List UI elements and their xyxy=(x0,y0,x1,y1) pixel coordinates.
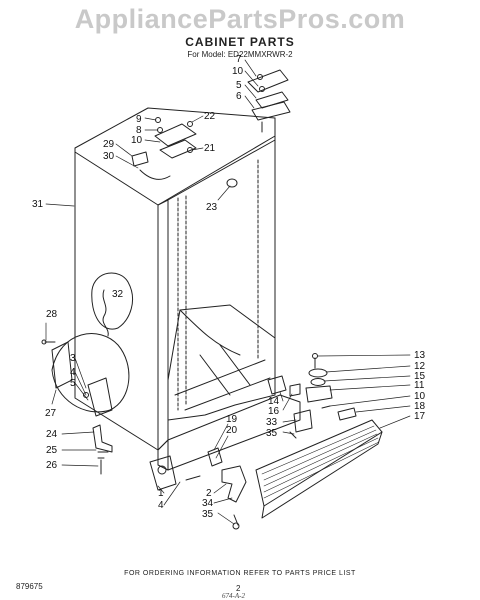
callout-12: 12 xyxy=(414,361,426,372)
toe-grille xyxy=(255,419,383,519)
callout-33: 33 xyxy=(266,417,278,428)
right-hinge-stack xyxy=(305,353,357,421)
cabinet-shell xyxy=(74,107,301,471)
callout-20: 20 xyxy=(226,425,238,436)
page-number: 2 xyxy=(236,584,241,593)
callout-14: 14 xyxy=(268,396,280,407)
callout-8: 8 xyxy=(136,125,142,136)
figure-number: 879675 xyxy=(16,582,43,591)
callout-26: 26 xyxy=(46,460,58,471)
callout-5-top: 5 xyxy=(236,80,242,91)
callout-29: 29 xyxy=(103,139,115,150)
callout-34: 34 xyxy=(202,498,214,509)
cabinet-side-insulation xyxy=(51,272,133,413)
callout-23: 23 xyxy=(206,202,218,213)
watermark-text: AppliancePartsPros.com xyxy=(74,4,406,34)
callout-2: 2 xyxy=(206,488,212,499)
callout-27: 27 xyxy=(45,408,57,419)
lower-left-parts xyxy=(92,424,113,475)
callout-24: 24 xyxy=(46,429,58,440)
callout-31: 31 xyxy=(32,199,44,210)
callout-16: 16 xyxy=(268,406,280,417)
callout-4-left: 4 xyxy=(70,367,76,378)
bracket-14-16 xyxy=(267,375,301,397)
callout-35-bottom: 35 xyxy=(202,509,214,520)
diagram-title: CABINET PARTS xyxy=(185,35,295,49)
grommet-part xyxy=(226,178,238,188)
callout-5-left: 5 xyxy=(70,378,76,389)
callout-15: 15 xyxy=(414,371,426,382)
side-coil-part xyxy=(102,289,109,337)
model-number: For Model: ED22MMXRWR-2 xyxy=(187,50,293,59)
callout-10-top: 10 xyxy=(232,66,244,77)
callout-6: 6 xyxy=(236,91,242,102)
callout-10-right: 10 xyxy=(414,391,426,402)
handwritten-reference: 674-A-2 xyxy=(222,592,245,600)
callout-28: 28 xyxy=(46,309,58,320)
wire-harness xyxy=(131,151,171,180)
top-hinge-assembly xyxy=(247,69,291,133)
callout-35-right: 35 xyxy=(266,428,278,439)
bottom-hinge-assembly xyxy=(149,455,247,530)
callout-7: 7 xyxy=(236,54,242,65)
center-hinge-assembly xyxy=(154,117,197,159)
callout-32: 32 xyxy=(112,289,124,300)
callout-10-mid: 10 xyxy=(131,135,143,146)
callout-30: 30 xyxy=(103,151,115,162)
callout-9: 9 xyxy=(136,114,142,125)
callout-19: 19 xyxy=(226,414,238,425)
callout-11: 11 xyxy=(414,380,425,391)
left-bracket-assembly xyxy=(41,339,113,417)
callout-leader-lines xyxy=(45,59,411,525)
callout-numbers: 7 10 5 6 9 8 10 22 21 29 30 23 31 32 28 … xyxy=(32,54,426,520)
callout-13: 13 xyxy=(414,350,426,361)
callout-22: 22 xyxy=(204,111,216,122)
callout-18: 18 xyxy=(414,401,426,412)
callout-17: 17 xyxy=(414,411,426,422)
callout-25: 25 xyxy=(46,445,58,456)
callout-3: 3 xyxy=(70,353,76,364)
block-part-33 xyxy=(293,409,313,433)
callout-21: 21 xyxy=(204,143,216,154)
callout-4-bottom: 4 xyxy=(158,500,164,511)
callout-1: 1 xyxy=(158,488,164,499)
ordering-note: FOR ORDERING INFORMATION REFER TO PARTS … xyxy=(124,570,356,577)
